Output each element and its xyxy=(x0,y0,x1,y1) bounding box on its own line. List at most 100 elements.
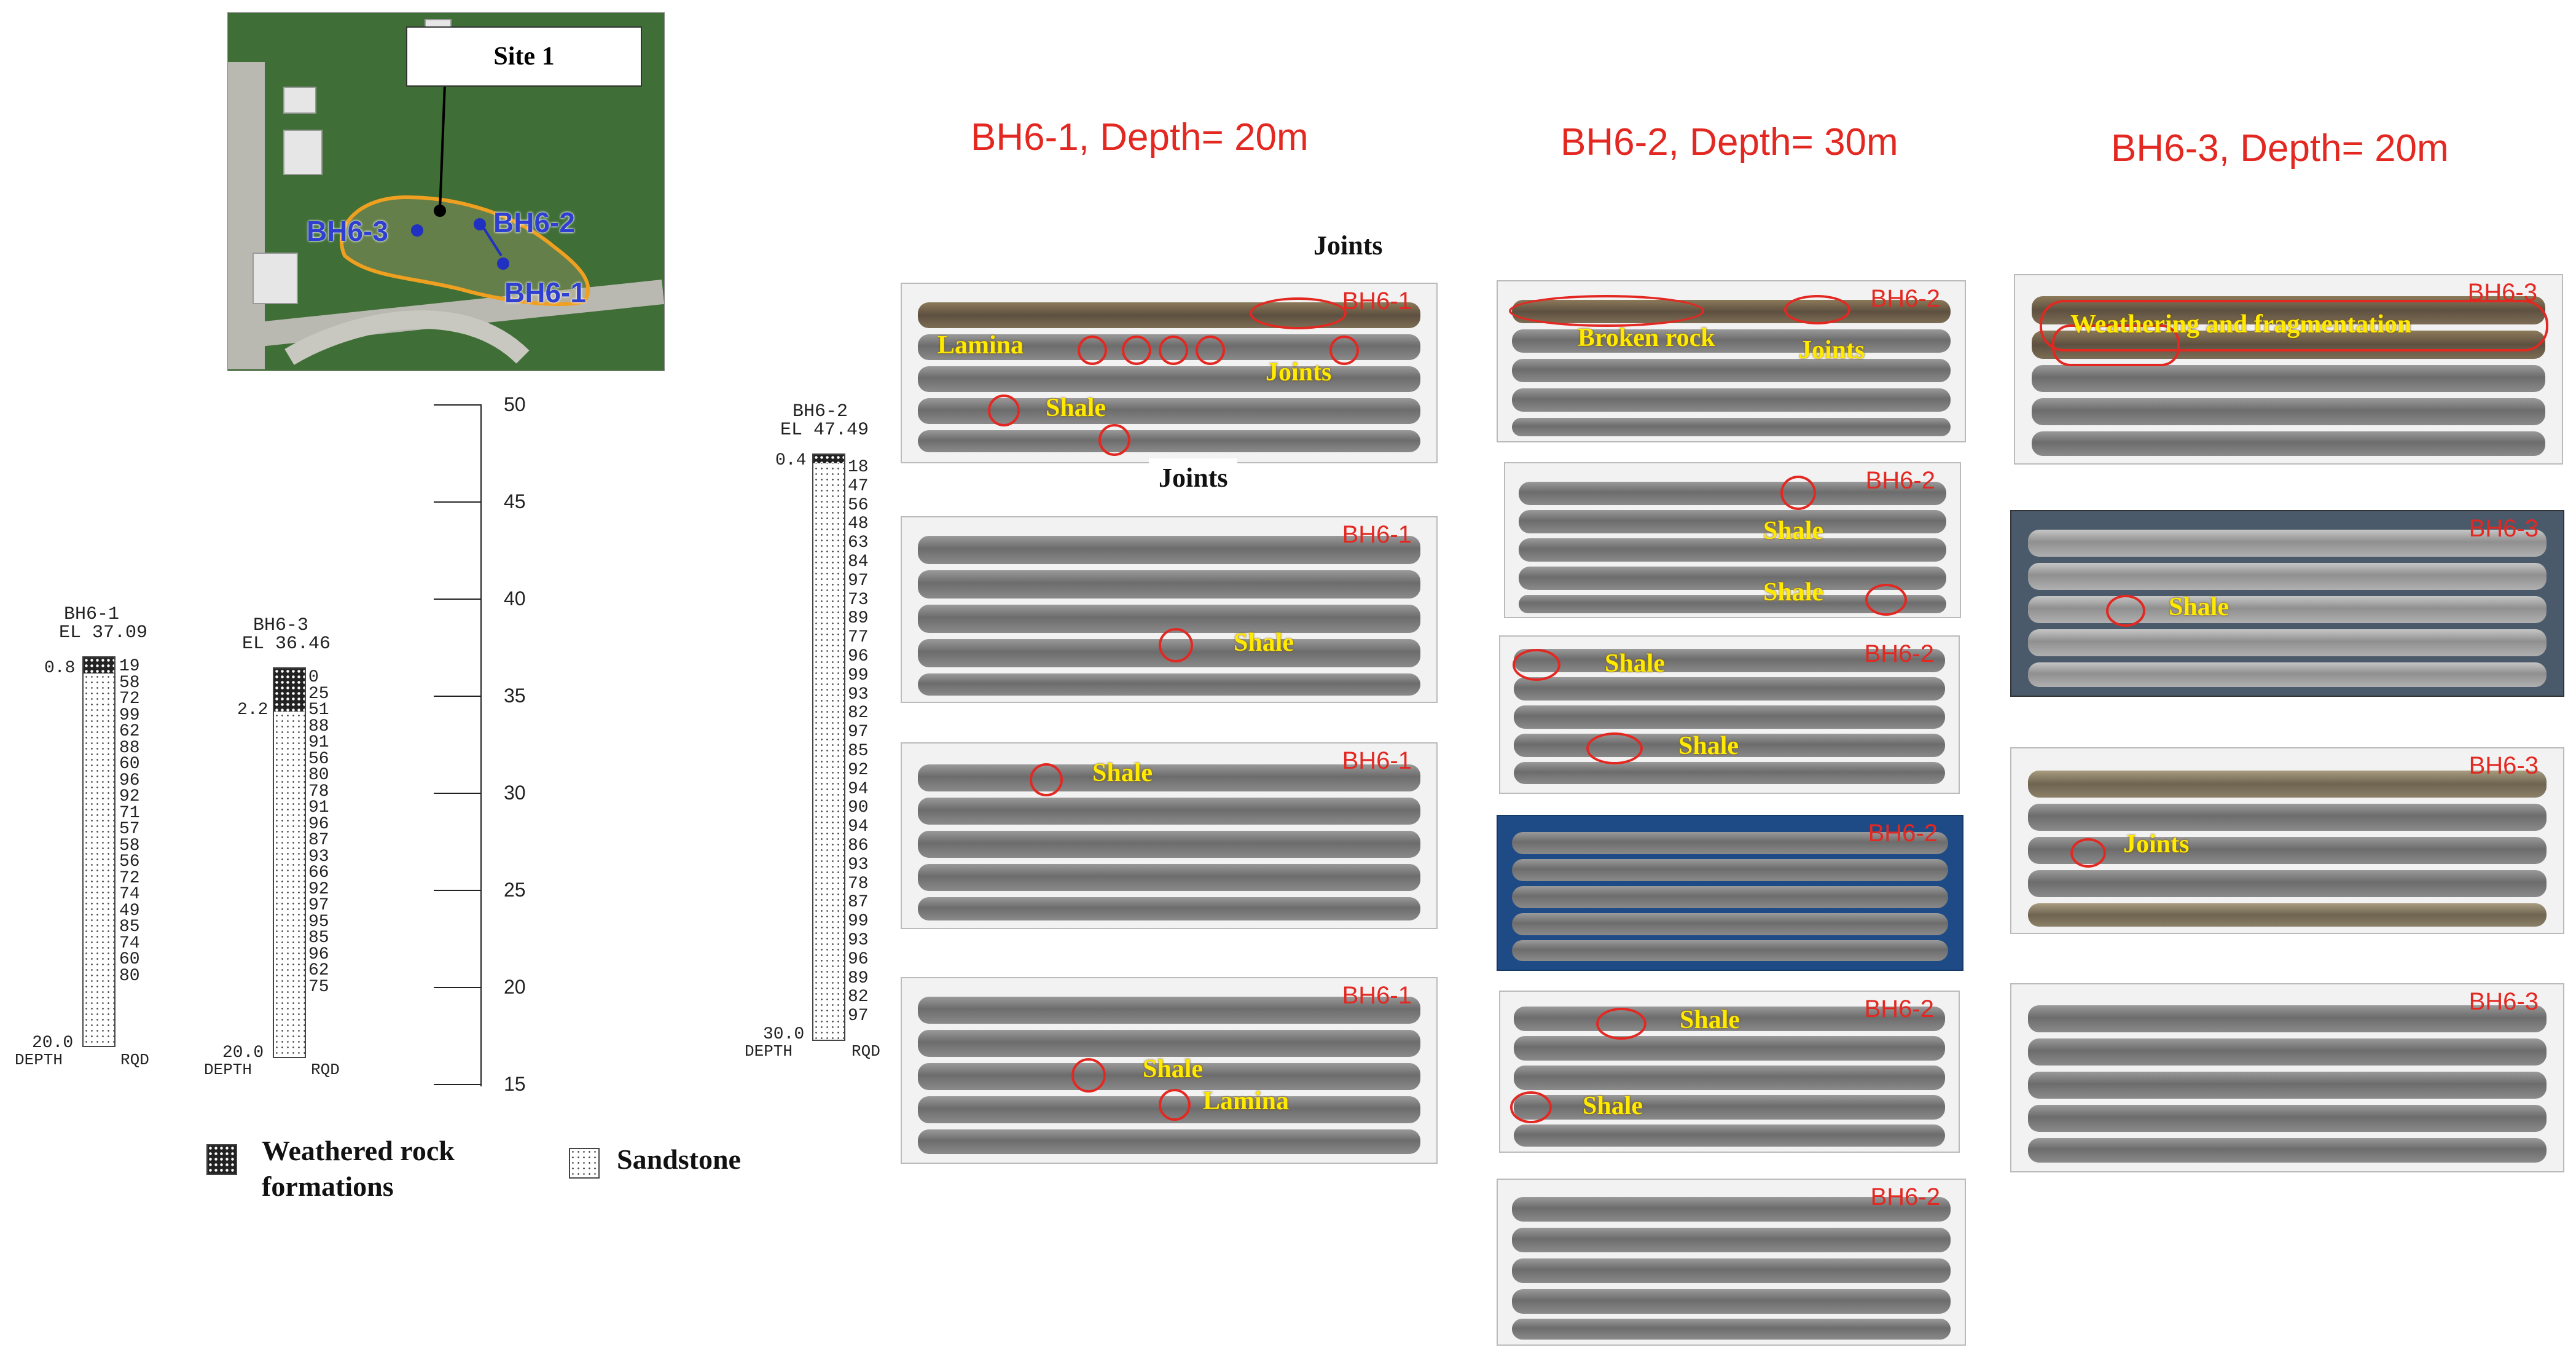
rqd-value: 74 xyxy=(119,933,140,953)
photo-label: BH6-2 xyxy=(1868,820,1938,847)
rqd-value: 78 xyxy=(308,782,329,801)
map-label-bh6-3: BH6-3 xyxy=(307,215,388,247)
rqd-value: 80 xyxy=(308,766,329,785)
core-photo-bh6-2: BH6-2 Broken rock Joints xyxy=(1497,280,1966,442)
top-depth: 0.4 xyxy=(775,451,807,470)
rqd-value: 96 xyxy=(848,646,869,666)
rqd-value: 74 xyxy=(119,885,140,904)
annotation-shale: Shale xyxy=(1046,394,1106,422)
rqd-value: 96 xyxy=(848,949,869,969)
rqd-value: 82 xyxy=(848,704,869,723)
rqd-value: 91 xyxy=(308,733,329,752)
rqd-value: 90 xyxy=(848,798,869,818)
rqd-value: 97 xyxy=(308,896,329,915)
rqd-value: 62 xyxy=(119,722,140,741)
annotation-shale: Shale xyxy=(1763,517,1824,545)
weathered-layer xyxy=(84,657,114,673)
depth-label: DEPTH xyxy=(745,1042,793,1061)
photo-label: BH6-2 xyxy=(1865,467,1935,494)
rqd-value: 58 xyxy=(119,673,140,693)
rqd-value: 18 xyxy=(848,458,869,477)
annotation-shale: Shale xyxy=(1680,1006,1740,1034)
log-name: BH6-2 xyxy=(793,401,848,422)
rqd-value: 77 xyxy=(848,628,869,648)
scale-tick: 35 xyxy=(504,685,526,707)
rqd-value: 51 xyxy=(308,701,329,720)
map-label-bh6-1: BH6-1 xyxy=(504,277,586,308)
annotation-lamina: Lamina xyxy=(938,331,1024,359)
rqd-value: 91 xyxy=(308,798,329,817)
top-depth: 2.2 xyxy=(237,701,268,720)
rqd-value: 19 xyxy=(119,657,140,676)
lithology-column xyxy=(82,656,115,1047)
log-name: BH6-1 xyxy=(64,604,120,625)
core-photo-bh6-2: BH6-2 Shale Shale xyxy=(1504,462,1961,618)
callout-joints: Joints xyxy=(1149,458,1238,497)
rqd-value: 47 xyxy=(848,476,869,496)
rqd-value: 99 xyxy=(848,912,869,932)
rqd-value: 60 xyxy=(119,755,140,774)
rqd-value: 87 xyxy=(308,831,329,850)
bottom-depth: 20.0 xyxy=(222,1043,264,1062)
annotation-lamina: Lamina xyxy=(1203,1087,1290,1115)
rqd-value: 85 xyxy=(119,917,140,936)
weathered-layer xyxy=(274,669,305,712)
weathered-layer xyxy=(813,455,844,463)
depth-label: DEPTH xyxy=(204,1061,253,1079)
rqd-value: 85 xyxy=(848,741,869,761)
rqd-value: 92 xyxy=(848,760,869,780)
site-label: Site 1 xyxy=(406,26,642,87)
photo-label: BH6-2 xyxy=(1870,1183,1940,1211)
annotation-broken-rock: Broken rock xyxy=(1578,324,1715,352)
photo-label: BH6-3 xyxy=(2468,515,2539,542)
rqd-label: RQD xyxy=(851,1042,880,1061)
rqd-value: 56 xyxy=(119,852,140,871)
photo-label: BH6-1 xyxy=(1342,288,1412,315)
log-elevation: EL 47.49 xyxy=(780,420,869,441)
rqd-value: 86 xyxy=(848,836,869,855)
title-bh6-1: BH6-1, Depth= 20m xyxy=(971,116,1309,159)
rqd-value: 78 xyxy=(848,874,869,893)
depth-label: DEPTH xyxy=(15,1051,63,1069)
rqd-value: 73 xyxy=(848,590,869,610)
photo-label: BH6-1 xyxy=(1342,982,1412,1009)
core-photo-bh6-1: BH6-1 Shale xyxy=(901,742,1438,929)
rqd-value: 85 xyxy=(308,928,329,948)
scale-tick: 25 xyxy=(504,879,526,901)
rqd-value: 96 xyxy=(119,771,140,790)
rqd-value: 93 xyxy=(848,685,869,704)
legend-swatch-weathered xyxy=(206,1144,237,1175)
rqd-value: 97 xyxy=(848,723,869,742)
bh6-3-marker xyxy=(411,224,423,237)
rqd-value: 84 xyxy=(848,552,869,571)
rqd-value: 58 xyxy=(119,836,140,855)
legend-weathered: Weathered rock formations xyxy=(262,1135,455,1202)
annotation-joints: Joints xyxy=(1266,358,1332,387)
scale-tick: 45 xyxy=(504,490,526,512)
legend-swatch-sandstone xyxy=(569,1148,600,1179)
lithology-column xyxy=(812,453,845,1041)
rqd-value: 93 xyxy=(848,855,869,874)
photo-label: BH6-3 xyxy=(2468,752,2539,779)
rqd-value: 63 xyxy=(848,533,869,553)
map-label-bh6-2: BH6-2 xyxy=(493,206,575,238)
photo-label: BH6-3 xyxy=(2468,988,2539,1015)
rqd-value: 87 xyxy=(848,893,869,913)
scale-tick: 20 xyxy=(504,976,526,998)
rqd-value: 56 xyxy=(308,749,329,769)
bh6-1-marker xyxy=(497,257,509,270)
log-elevation: EL 37.09 xyxy=(59,622,148,643)
top-depth: 0.8 xyxy=(44,659,76,678)
annotation-shale: Shale xyxy=(1143,1055,1204,1083)
rqd-value: 56 xyxy=(848,495,869,515)
annotation-shale: Shale xyxy=(1092,759,1153,787)
rqd-value: 97 xyxy=(848,1007,869,1026)
rqd-value: 62 xyxy=(308,961,329,980)
rqd-label: RQD xyxy=(311,1061,340,1079)
bh6-2-marker xyxy=(474,218,486,230)
annotation-joints: Joints xyxy=(2123,830,2190,858)
annotation-shale: Shale xyxy=(1763,578,1824,606)
rqd-value: 97 xyxy=(848,571,869,591)
